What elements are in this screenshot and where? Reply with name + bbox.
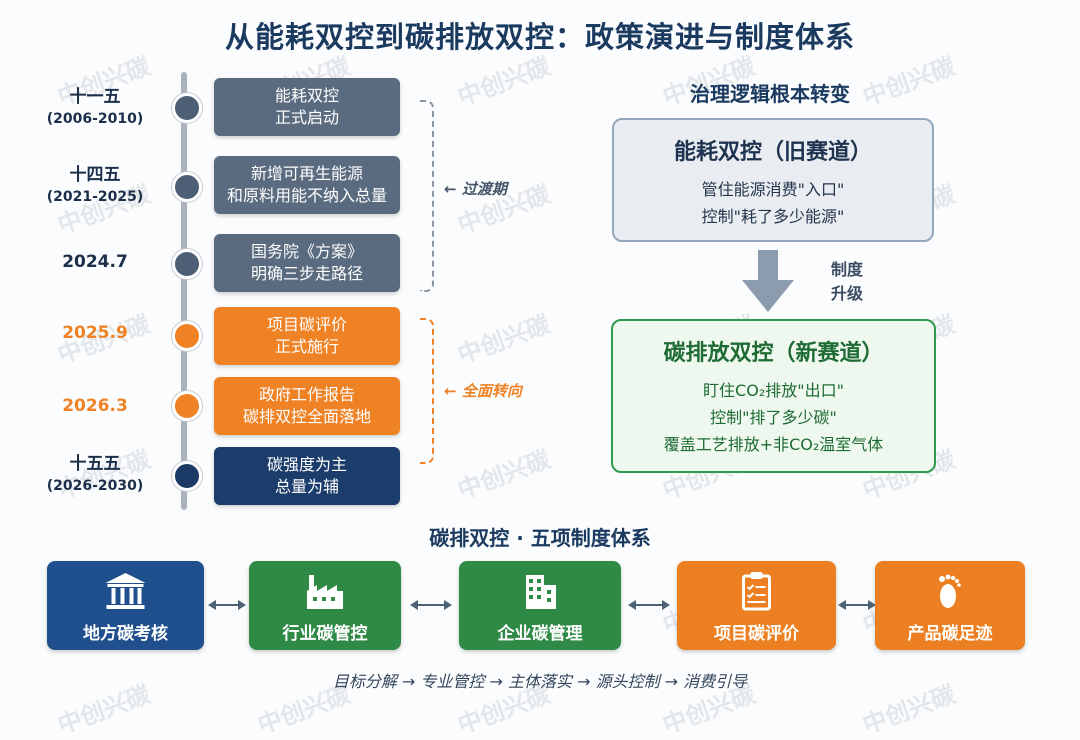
timeline-node [172,461,202,491]
old-track-line: 控制"耗了多少能源" [701,207,845,226]
new-track-title: 碳排放双控（新赛道） [663,341,884,366]
full-shift-brace [420,318,434,464]
timeline-node [172,93,202,123]
new-track-line: 覆盖工艺排放+非CO₂温室气体 [663,435,884,454]
footprint-icon [939,574,961,608]
new-track-box: 碳排放双控（新赛道） 盯住CO₂排放"出口" 控制"排了多少碳" 覆盖工艺排放+… [611,319,936,473]
clipboard-checklist-icon [742,572,771,611]
watermark: 中创兴碳 [453,52,554,112]
factory-icon [307,575,343,609]
arrow-left-icon: ← [444,382,457,400]
timeline-event-card[interactable]: 国务院《方案》明确三步走路径 [214,234,400,292]
timeline-line [181,72,187,510]
system-card-label: 行业碳管控 [282,624,368,644]
governance-shift-title: 治理逻辑根本转变 [690,82,850,106]
transition-phase-label: ← 过渡期 [444,180,507,198]
double-arrow-icon [838,600,876,610]
transition-brace [420,100,434,292]
timeline-node [172,172,202,202]
old-track-box: 能耗双控（旧赛道） 管住能源消费"入口" 控制"耗了多少能源" [612,118,934,242]
government-building-icon [105,573,146,609]
system-card-enterprise[interactable]: 企业碳管理 [459,561,621,650]
system-card-label: 产品碳足迹 [907,624,993,644]
timeline-date: 2026.3 [62,396,128,416]
system-title: 碳排双控 · 五项制度体系 [429,526,651,550]
flow-caption: 目标分解 → 专业管控 → 主体落实 → 源头控制 → 消费引导 [332,672,748,691]
watermark: 中创兴碳 [453,445,554,505]
timeline-date: 十一五(2006-2010) [46,87,144,127]
watermark: 中创兴碳 [453,310,554,370]
timeline-event-card[interactable]: 项目碳评价正式施行 [214,307,400,365]
timeline-event-card[interactable]: 政府工作报告碳排双控全面落地 [214,377,400,435]
timeline-event-card[interactable]: 能耗双控正式启动 [214,78,400,136]
timeline-node [172,391,202,421]
system-card-local[interactable]: 地方碳考核 [47,561,204,650]
new-track-line: 盯住CO₂排放"出口" [703,381,844,400]
page-title: 从能耗双控到碳排放双控：政策演进与制度体系 [224,20,855,54]
office-building-icon [526,575,556,609]
timeline-event-card[interactable]: 碳强度为主总量为辅 [214,447,400,505]
timeline-node [172,249,202,279]
double-arrow-icon [208,600,246,610]
new-track-line: 控制"排了多少碳" [710,408,837,427]
double-arrow-icon [628,600,670,610]
old-track-line: 管住能源消费"入口" [701,180,845,199]
timeline-node [172,321,202,351]
full-shift-phase-label: ← 全面转向 [444,382,522,400]
upgrade-label: 制度升级 [830,260,863,303]
timeline-date: 2025.9 [62,323,128,343]
old-track-title: 能耗双控（旧赛道） [673,140,872,165]
down-arrow-icon [742,250,794,312]
system-card-product[interactable]: 产品碳足迹 [875,561,1025,650]
double-arrow-icon [410,600,452,610]
system-card-label: 企业碳管理 [497,624,583,644]
system-card-label: 项目碳评价 [714,624,799,644]
timeline-date: 2024.7 [62,252,128,272]
arrow-left-icon: ← [444,180,457,198]
system-card-label: 地方碳考核 [83,624,168,644]
timeline-date: 十五五(2026-2030) [46,454,144,494]
system-card-project[interactable]: 项目碳评价 [677,561,836,650]
system-card-industry[interactable]: 行业碳管控 [249,561,401,650]
timeline-date: 十四五(2021-2025) [46,165,144,205]
timeline-event-card[interactable]: 新增可再生能源和原料用能不纳入总量 [214,156,400,214]
